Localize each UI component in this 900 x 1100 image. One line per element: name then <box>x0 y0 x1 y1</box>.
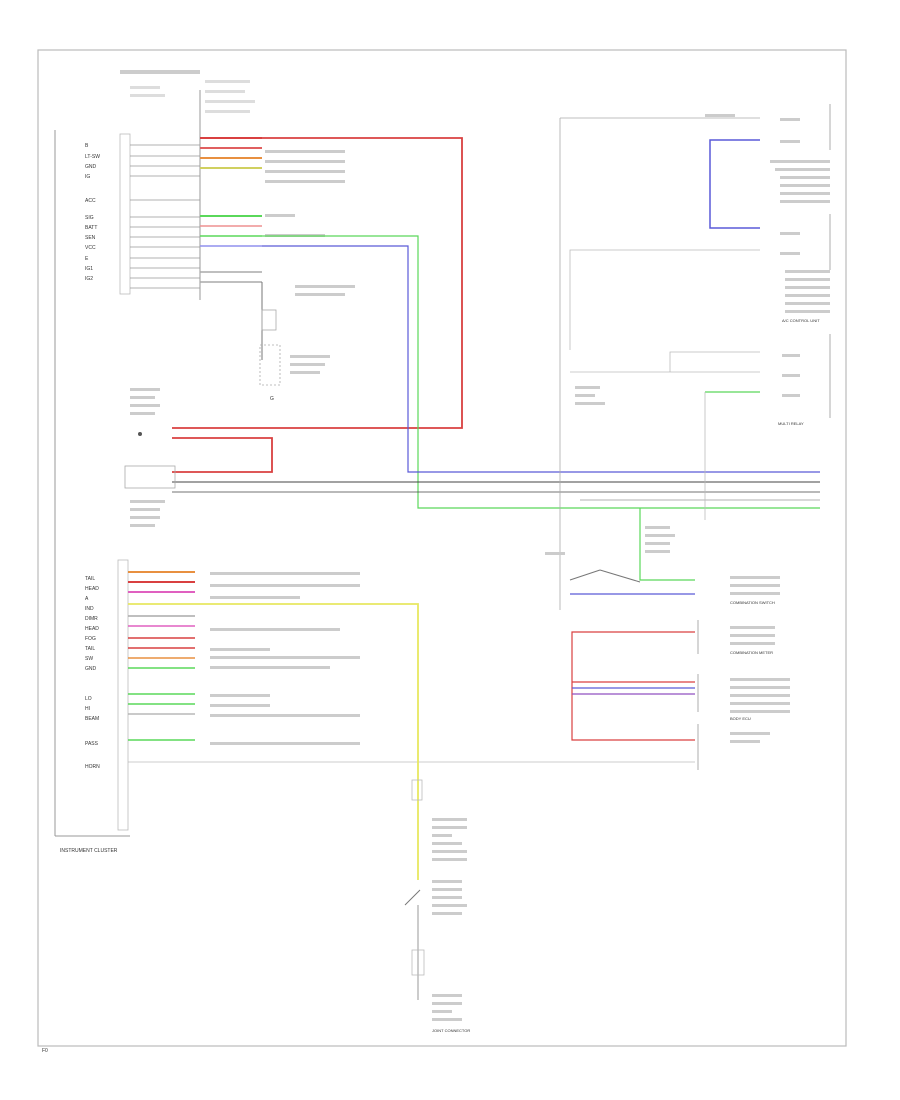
ground-label: G <box>270 396 274 402</box>
pin-label: E <box>85 256 89 262</box>
lower-pin-label: TAIL <box>85 646 95 652</box>
instrument-cluster-label: INSTRUMENT CLUSTER <box>60 848 118 854</box>
right-sensor-top: A/C CONTROL UNIT <box>559 104 831 610</box>
combination-meter-group: COMBINATION METER BODY ECU <box>571 620 790 770</box>
lower-pin-label: A <box>85 596 89 602</box>
lower-pin-label: HEAD <box>85 586 99 592</box>
body-ecu-label: BODY ECU <box>730 716 751 721</box>
pin-label: SIG <box>85 215 94 221</box>
diagram-frame <box>37 49 847 1047</box>
pin-label: B <box>85 143 89 149</box>
wire-stubs-top <box>200 137 355 296</box>
wire-yellow <box>128 603 419 880</box>
joint-connector-label: JOINT CONNECTOR <box>432 1028 470 1033</box>
lower-pin-label: IND <box>85 606 94 612</box>
wire-stubs-lower: INSTRUMENT CLUSTER <box>60 571 695 854</box>
wire-blue <box>262 245 820 473</box>
lower-pin-label: HEAD <box>85 626 99 632</box>
lower-connectors: JOINT CONNECTOR <box>404 779 470 1033</box>
wire-red-2 <box>172 437 273 473</box>
control-unit-label: A/C CONTROL UNIT <box>782 318 820 323</box>
combination-switch-label: COMBINATION SWITCH <box>730 600 775 605</box>
lower-pin-label: DIMR <box>85 616 98 622</box>
lower-pin-label: PASS <box>85 741 99 747</box>
combination-switch-group: COMBINATION SWITCH <box>545 508 780 605</box>
lower-pin-label: FOG <box>85 636 96 642</box>
lower-left-connector: TAIL HEAD A IND DIMR HEAD FOG TAIL SW GN… <box>85 559 129 831</box>
lower-pin-label: TAIL <box>85 576 95 582</box>
pin-label: LT-SW <box>85 154 100 160</box>
combination-meter-label: COMBINATION METER <box>730 650 773 655</box>
pin-label: GND <box>85 164 97 170</box>
multi-relay: MULTI RELAY <box>570 334 831 520</box>
pin-label: IG <box>85 174 90 180</box>
wire-green <box>262 235 820 509</box>
junction-connector: G <box>259 282 330 402</box>
lower-pin-label: SW <box>85 656 93 662</box>
page-code: F0 <box>42 1048 48 1054</box>
pin-label: VCC <box>85 245 96 251</box>
lower-pin-label: HI <box>85 706 90 712</box>
top-left-connector: B LT-SW GND IG ACC SIG BATT SEN VCC E IG… <box>54 70 255 837</box>
wire-red <box>172 137 463 429</box>
multi-relay-label: MULTI RELAY <box>778 421 804 426</box>
pin-label: IG1 <box>85 266 93 272</box>
lower-pin-label: HORN <box>85 764 100 770</box>
lower-pin-label: BEAM <box>85 716 99 722</box>
pin-label: BATT <box>85 225 97 231</box>
pin-label: ACC <box>85 198 96 204</box>
left-connector-small <box>124 388 176 527</box>
pin-label: IG2 <box>85 276 93 282</box>
lower-pin-label: LO <box>85 696 92 702</box>
pin-label: SEN <box>85 235 96 241</box>
lower-pin-label: GND <box>85 666 97 672</box>
